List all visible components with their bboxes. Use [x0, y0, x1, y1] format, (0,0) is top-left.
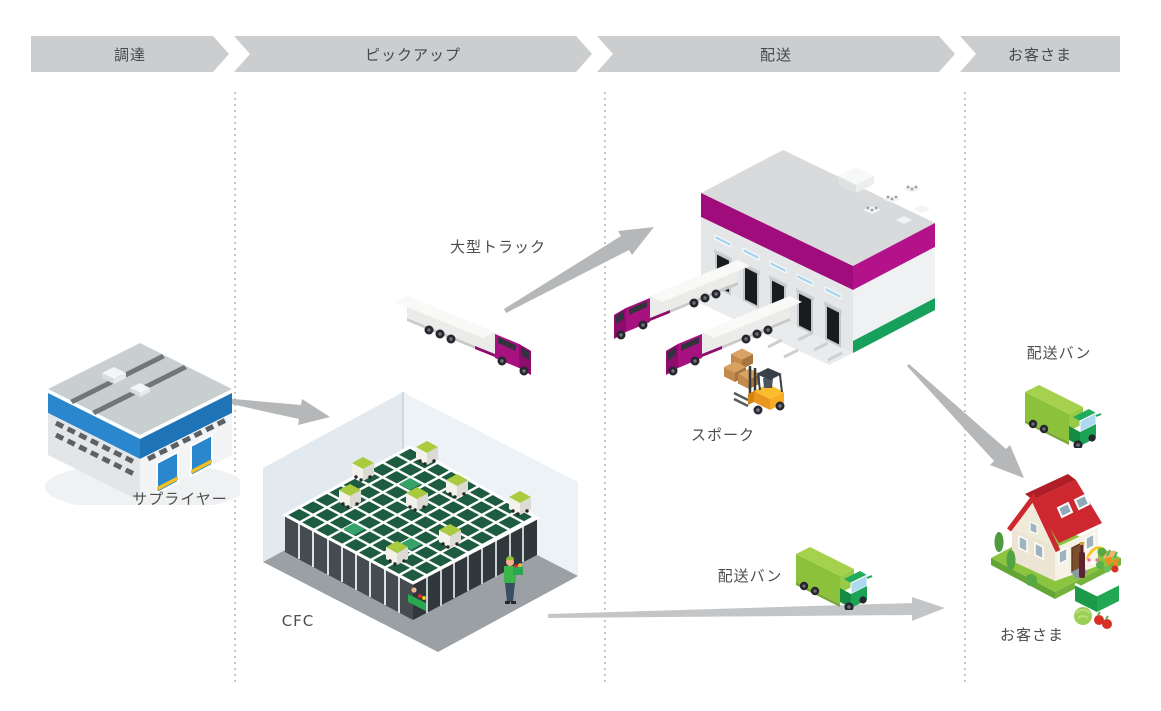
step-delivery-label: 配送	[759, 45, 792, 64]
cfc-illustration	[263, 392, 578, 652]
arrow-cfc-to-spoke	[504, 227, 654, 313]
step-pickup-label: ピックアップ	[364, 45, 461, 64]
step-delivery: 配送	[597, 36, 955, 72]
cfc-worker	[504, 556, 523, 604]
grocery-box	[1074, 542, 1120, 629]
step-customer: お客さま	[960, 36, 1120, 72]
arrow-supplier-to-cfc	[222, 398, 330, 425]
line-haul-truck-label: 大型トラック	[449, 238, 546, 256]
house	[991, 474, 1121, 599]
step-procurement: 調達	[31, 36, 229, 72]
lane-divider-3	[964, 92, 966, 682]
arrow-spoke-to-customer	[907, 364, 1024, 478]
cfc-hive-grid	[281, 445, 541, 620]
customer-home-label: お客さま	[999, 626, 1064, 644]
supplier-label: サプライヤー	[132, 490, 228, 508]
spoke-label: スポーク	[690, 426, 755, 444]
supplier-illustration	[45, 343, 240, 505]
forklift	[724, 348, 785, 415]
delivery-van-upper-label: 配送バン	[1026, 344, 1092, 362]
cfc-pick-station	[408, 587, 426, 611]
roof-vent-row	[863, 185, 930, 224]
step-procurement-label: 調達	[113, 45, 146, 64]
supplier-building	[48, 343, 232, 501]
delivery-van-upper-illustration	[1024, 384, 1102, 448]
pallet-boxes	[724, 348, 760, 389]
line-haul-truck-illustration	[395, 296, 531, 376]
step-customer-label: お客さま	[1007, 45, 1072, 64]
cfc-label: CFC	[281, 612, 315, 630]
delivery-van-lower-label: 配送バン	[717, 567, 783, 585]
customer-home-illustration	[991, 474, 1121, 629]
process-step-bar: 調達 ピックアップ 配送 お客さま	[31, 36, 1125, 72]
arrow-cfc-to-customer	[548, 597, 945, 621]
spoke-illustration	[614, 150, 935, 415]
loading-docks	[714, 234, 842, 348]
lane-divider-2	[604, 92, 606, 682]
step-pickup: ピックアップ	[234, 36, 592, 72]
lane-divider-1	[234, 92, 236, 682]
spoke-building	[677, 150, 935, 365]
